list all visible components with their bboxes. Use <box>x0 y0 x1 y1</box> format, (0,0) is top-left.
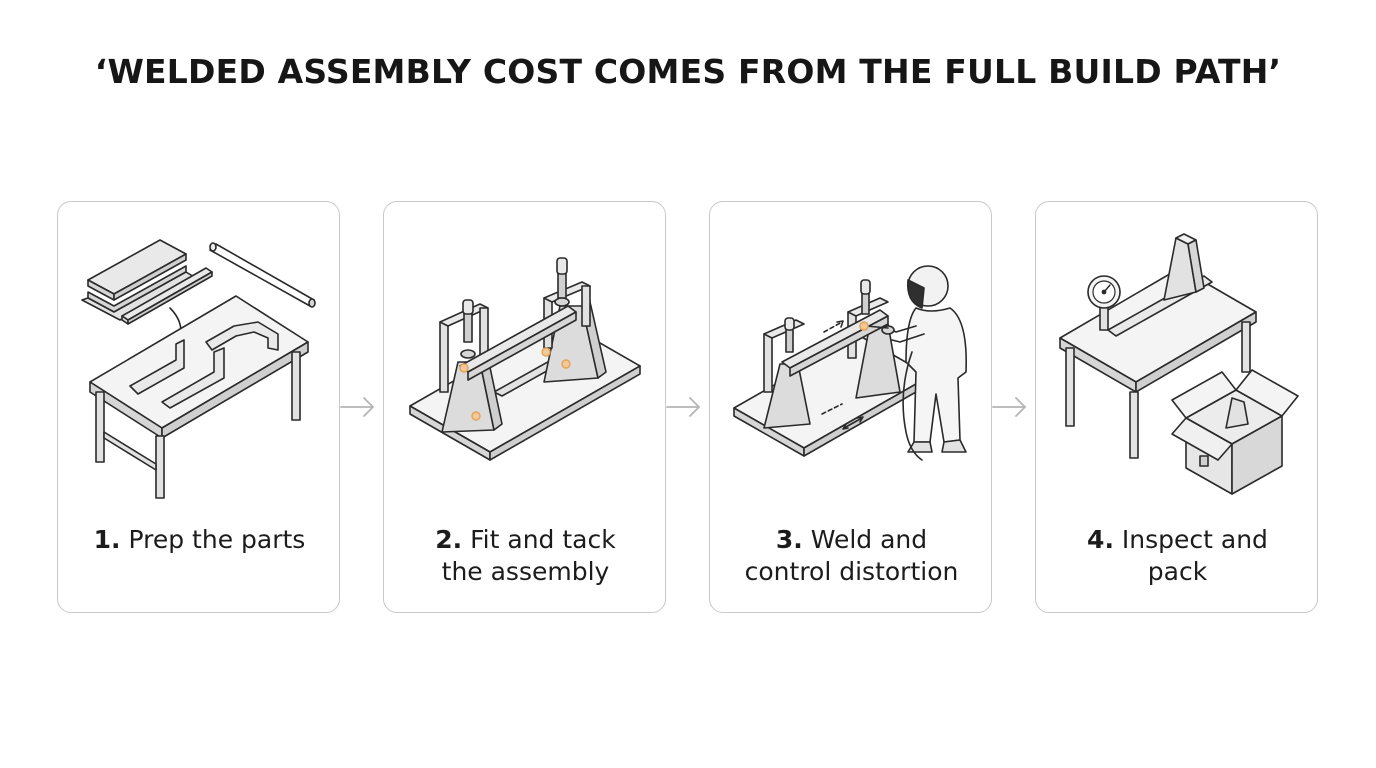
arrow-right-icon <box>340 397 374 417</box>
inspect-and-pack-icon <box>1059 233 1299 495</box>
arrow-right-icon <box>666 397 700 417</box>
step-card-3: 3. Weld and control distortion <box>709 201 992 613</box>
step-card-4: 4. Inspect and pack <box>1035 201 1318 613</box>
step-text-line2: the assembly <box>441 557 610 586</box>
step-label-2: 2. Fit and tack the assembly <box>384 524 667 588</box>
step-label-4: 4. Inspect and pack <box>1036 524 1319 588</box>
step-label-1: 1. Prep the parts <box>58 524 341 556</box>
step-text-line2: pack <box>1147 557 1208 586</box>
arrow-right-icon <box>992 397 1026 417</box>
step-text: Fit and tack <box>470 525 616 554</box>
weld-icon <box>733 265 967 461</box>
prep-parts-icon <box>81 239 316 499</box>
fit-and-tack-icon <box>409 257 641 461</box>
step-number: 3. <box>775 525 803 554</box>
page-title: ‘WELDED ASSEMBLY COST COMES FROM THE FUL… <box>94 52 1282 91</box>
step-number: 2. <box>435 525 463 554</box>
step-text: Weld and <box>810 525 928 554</box>
step-number: 4. <box>1087 525 1114 554</box>
step-number: 1. <box>93 525 121 554</box>
step-text: Inspect and <box>1121 525 1268 554</box>
step-card-2: 2. Fit and tack the assembly <box>383 201 666 613</box>
step-card-1: 1. Prep the parts <box>57 201 340 613</box>
step-text-line2: control distortion <box>744 557 959 586</box>
step-text: Prep the parts <box>128 525 306 554</box>
step-label-3: 3. Weld and control distortion <box>710 524 993 588</box>
